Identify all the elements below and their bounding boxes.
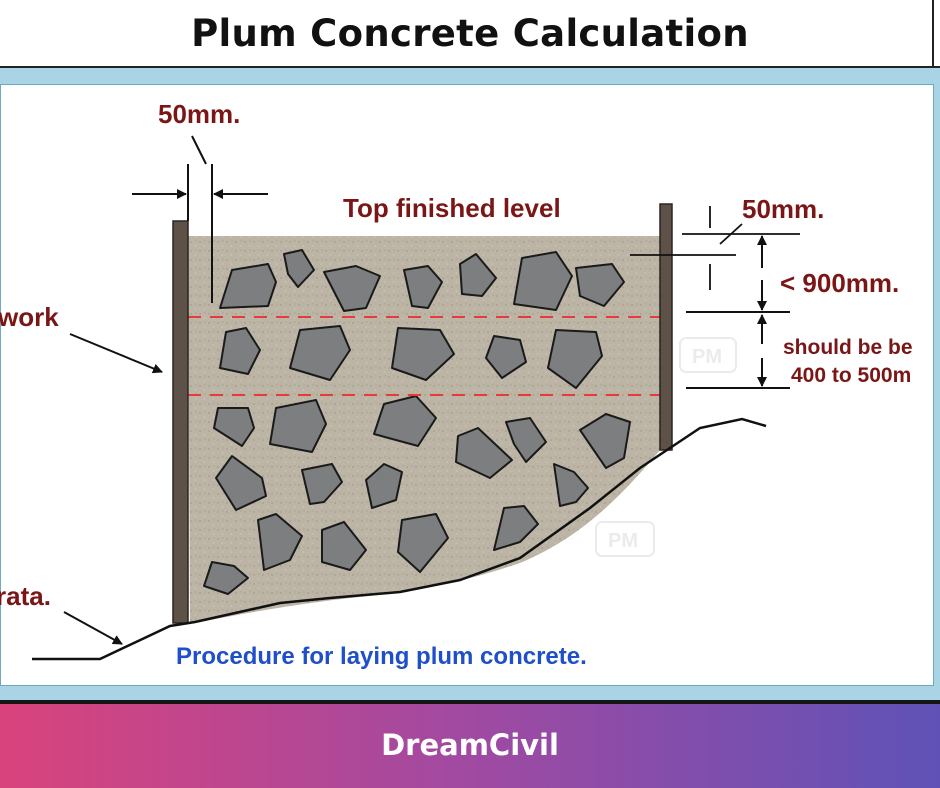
- stone: [397, 513, 449, 573]
- formwork-pointer: [69, 333, 163, 374]
- stone: [365, 463, 403, 509]
- label-gap-left: 50mm.: [158, 99, 240, 129]
- stone: [391, 327, 455, 381]
- stone: [269, 399, 327, 453]
- label-top-finished-level: Top finished level: [343, 193, 561, 223]
- ground-line: [32, 417, 767, 661]
- label-formwork: work: [0, 302, 59, 332]
- stone: [547, 329, 603, 389]
- footer-banner: DreamCivil: [0, 700, 940, 788]
- label-layer-note-1: should be be: [783, 336, 913, 359]
- top-gap-dimension: [132, 135, 268, 303]
- stone: [289, 325, 351, 381]
- svg-text:PM: PM: [608, 530, 638, 552]
- shutter-right: [659, 203, 673, 451]
- layer-lines: [188, 316, 660, 396]
- watermark-logo: PM: [595, 521, 655, 557]
- stone: [321, 521, 367, 571]
- watermark-logo: PM: [679, 337, 737, 373]
- stone: [579, 413, 631, 469]
- stone: [505, 417, 547, 463]
- label-max-layer: < 900mm.: [780, 268, 899, 298]
- right-gap-dimension: [630, 206, 800, 290]
- layer-dimension: [686, 235, 790, 389]
- title-divider: [932, 0, 934, 66]
- stone: [575, 263, 625, 307]
- shutter-left: [172, 220, 189, 624]
- plum-concrete-diagram: 50mm. Top finished level 50mm. < 900mm. …: [0, 99, 913, 670]
- stone: [215, 455, 267, 511]
- label-layer-note-2: 400 to 500m: [791, 364, 911, 387]
- label-strata: rata.: [0, 581, 51, 611]
- stone: [493, 505, 539, 551]
- stone: [459, 253, 497, 297]
- svg-text:PM: PM: [692, 346, 722, 368]
- stone: [213, 407, 255, 447]
- stone: [219, 327, 261, 375]
- stone: [203, 561, 249, 595]
- stone: [301, 463, 343, 505]
- stone: [403, 265, 443, 309]
- stone: [219, 263, 277, 309]
- label-gap-right: 50mm.: [742, 194, 824, 224]
- stone: [323, 265, 381, 312]
- page-title: Plum Concrete Calculation: [191, 12, 749, 55]
- stone: [513, 251, 573, 311]
- strata-pointer: [63, 611, 123, 645]
- plum-stones: [203, 249, 631, 595]
- stone: [553, 463, 589, 507]
- stone: [455, 427, 513, 479]
- brand-name: DreamCivil: [381, 728, 559, 762]
- diagram-caption: Procedure for laying plum concrete.: [176, 643, 587, 670]
- stone: [485, 335, 527, 379]
- stone: [257, 513, 303, 571]
- stone: [283, 249, 315, 288]
- title-bar: Plum Concrete Calculation: [0, 0, 940, 68]
- stone: [373, 395, 437, 447]
